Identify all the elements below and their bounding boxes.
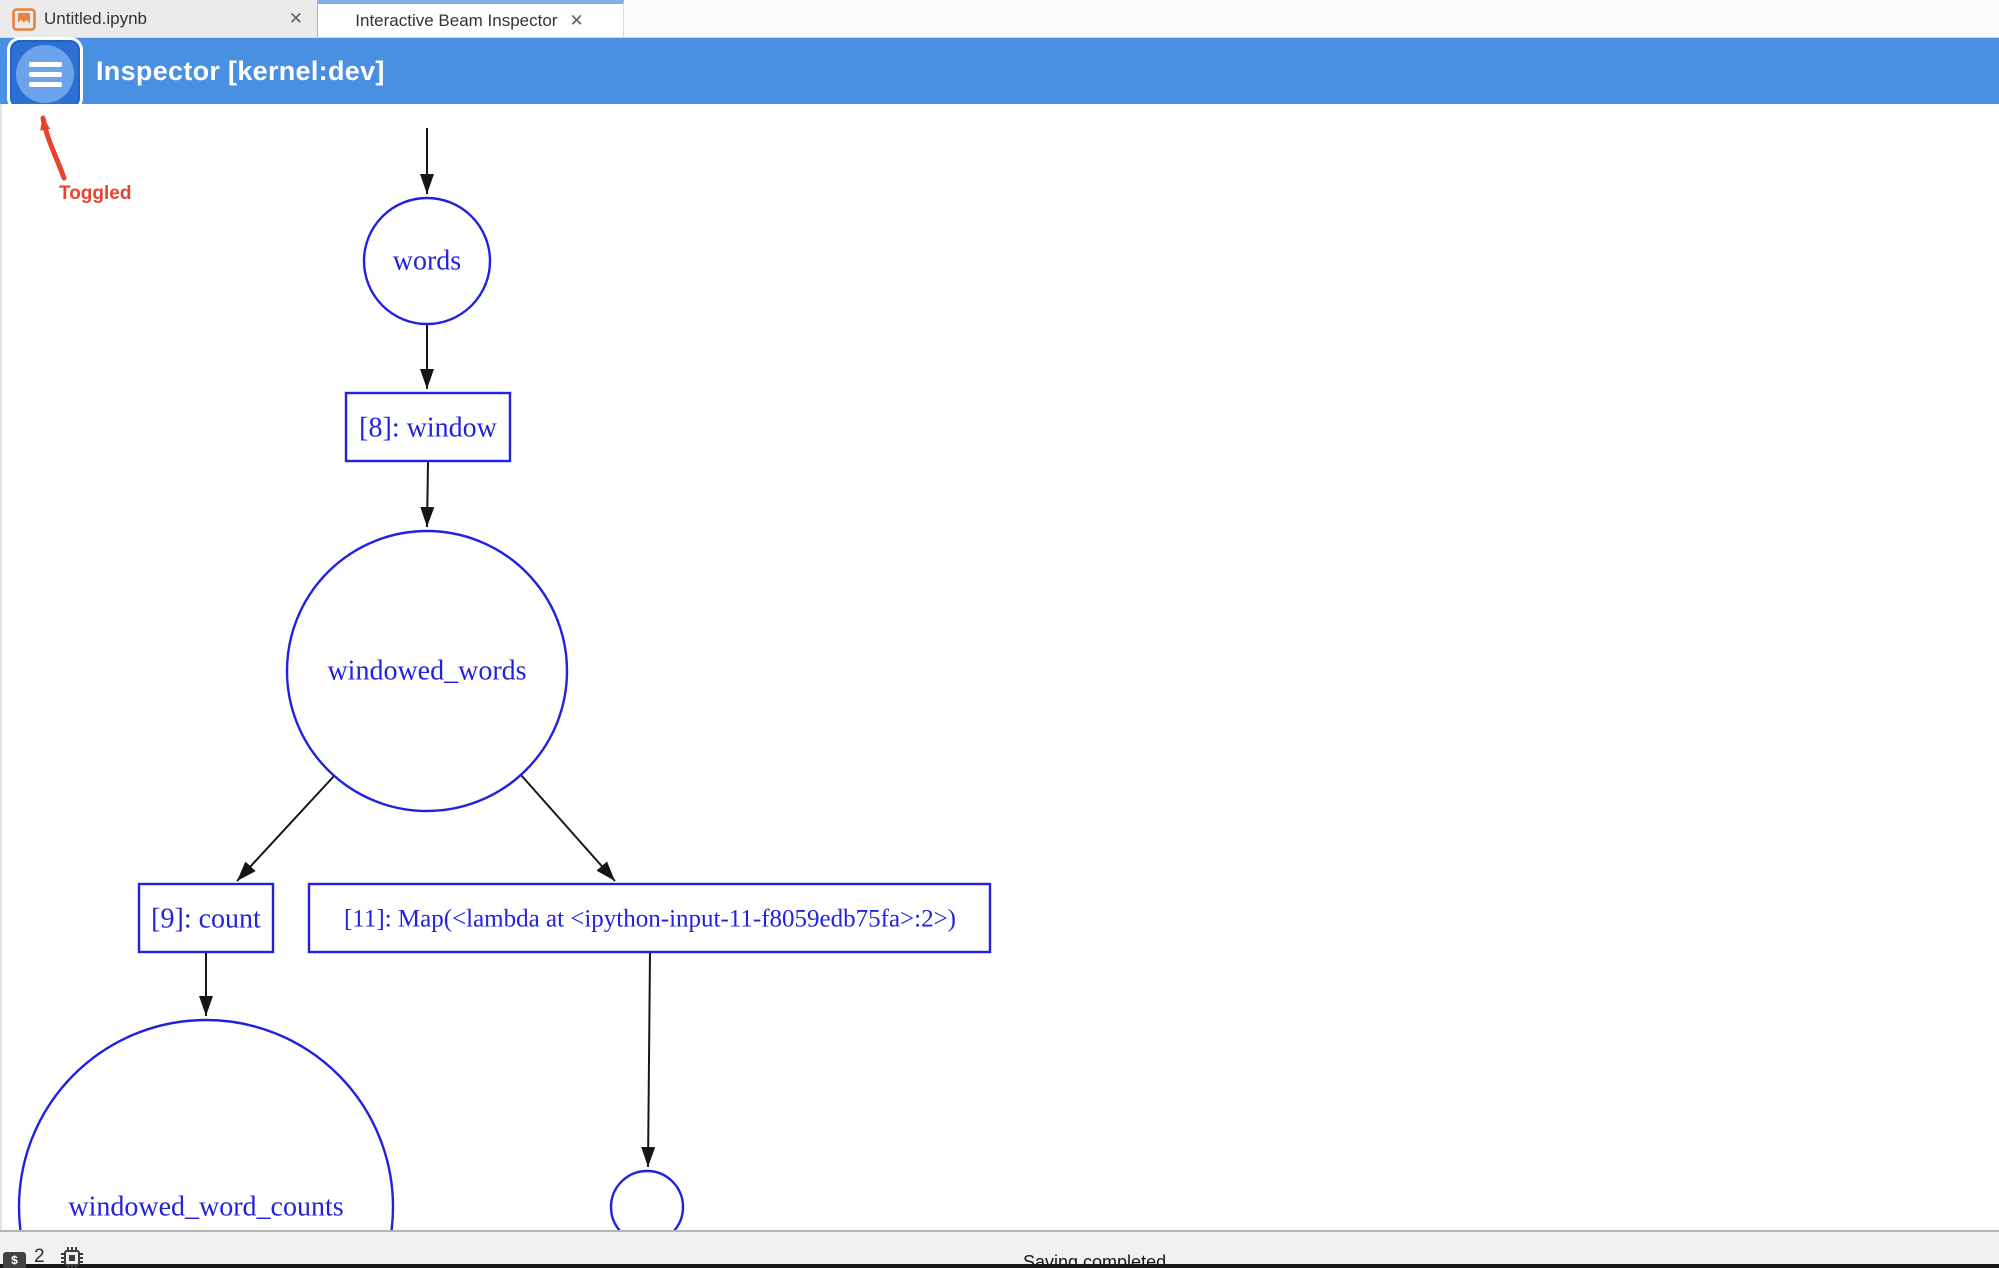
edge-map-to-output <box>641 952 656 1168</box>
edge-window-to-windowed-words <box>420 461 435 528</box>
notebook-icon <box>12 7 36 31</box>
hamburger-menu-icon <box>16 45 74 103</box>
node-windowed-words[interactable]: windowed_words <box>285 529 569 813</box>
tab-bar: Untitled.ipynb ✕ Interactive Beam Inspec… <box>0 0 1999 38</box>
svg-text:windowed_word_counts: windowed_word_counts <box>68 1192 343 1223</box>
menu-toggle-button[interactable] <box>10 40 80 108</box>
edge-windowed-words-to-map <box>520 774 616 882</box>
node-count-transform[interactable]: [9]: count <box>137 882 275 954</box>
kernel-chip-icon[interactable] <box>60 1246 84 1268</box>
svg-text:words: words <box>393 246 461 277</box>
node-unlabeled-output[interactable] <box>609 1169 685 1230</box>
inspector-header: Inspector [kernel:dev] <box>0 38 1999 108</box>
svg-text:[8]: window: [8]: window <box>359 413 497 444</box>
edge-windowed-words-to-count <box>236 775 335 882</box>
page-title: Inspector [kernel:dev] <box>96 56 385 86</box>
node-words[interactable]: words <box>362 196 492 326</box>
terminal-session-count: 2 <box>34 1246 45 1267</box>
node-window-transform[interactable]: [8]: window <box>344 391 512 463</box>
svg-text:windowed_words: windowed_words <box>327 656 526 687</box>
terminal-icon[interactable]: $ <box>3 1252 26 1268</box>
close-icon[interactable]: ✕ <box>569 10 584 30</box>
annotation-label: Toggled <box>59 183 132 204</box>
svg-text:[9]: count: [9]: count <box>151 904 261 935</box>
tab-beam-inspector[interactable]: Interactive Beam Inspector ✕ <box>318 0 624 37</box>
status-bar: $ 2 Saving completed <box>0 1232 1999 1268</box>
node-map-transform[interactable]: [11]: Map(<lambda at <ipython-input-11-f… <box>307 882 992 954</box>
close-icon[interactable]: ✕ <box>288 8 303 28</box>
window-bottom-edge <box>0 1264 1999 1268</box>
tab-untitled-notebook[interactable]: Untitled.ipynb ✕ <box>0 0 318 37</box>
tab-label: Interactive Beam Inspector <box>355 10 558 30</box>
tab-label: Untitled.ipynb <box>44 8 148 28</box>
node-windowed-word-counts[interactable]: windowed_word_counts <box>17 1018 395 1230</box>
panel-divider <box>0 1230 1999 1232</box>
terminal-glyph: $ <box>10 1254 19 1268</box>
annotation-arrow <box>40 115 67 181</box>
pipeline-graph: words [8]: window windowed_words [9]: co… <box>17 115 992 1230</box>
svg-text:[11]: Map(<lambda at <ipython-: [11]: Map(<lambda at <ipython-input-11-f… <box>344 906 956 933</box>
